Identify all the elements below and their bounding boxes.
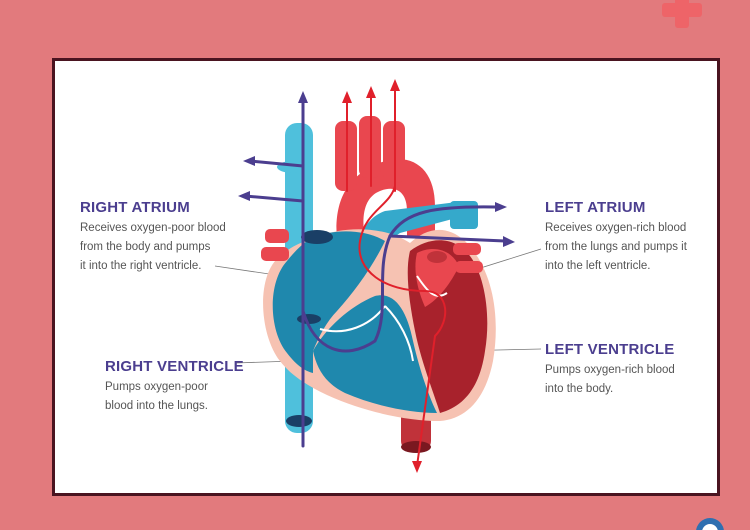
oxygen-rich-arrowheads bbox=[342, 79, 422, 473]
oxygen-poor-flow bbox=[243, 99, 507, 448]
right-atrium-label: RIGHT ATRIUM Receives oxygen-poor blood … bbox=[80, 199, 226, 276]
left-ventricle-label: LEFT VENTRICLE Pumps oxygen-rich blood i… bbox=[545, 341, 675, 399]
left-atrium-description: Receives oxygen-rich blood from the lung… bbox=[545, 222, 687, 272]
right-atrium-description: Receives oxygen-poor blood from the body… bbox=[80, 222, 226, 272]
right-ventricle-title: RIGHT VENTRICLE bbox=[105, 358, 244, 375]
diagram-card: RIGHT ATRIUM Receives oxygen-poor blood … bbox=[52, 58, 720, 496]
oxygen-poor-arrowheads bbox=[238, 91, 515, 247]
left-atrium-label: LEFT ATRIUM Receives oxygen-rich blood f… bbox=[545, 199, 687, 276]
right-ventricle-label: RIGHT VENTRICLE Pumps oxygen-poor blood … bbox=[105, 358, 244, 416]
oxygen-rich-flow bbox=[346, 88, 447, 467]
heart-diagram bbox=[214, 79, 542, 473]
left-ventricle-title: LEFT VENTRICLE bbox=[545, 341, 675, 358]
right-ventricle-description: Pumps oxygen-poor blood into the lungs. bbox=[105, 381, 208, 412]
left-atrium-title: LEFT ATRIUM bbox=[545, 199, 646, 216]
left-ventricle-description: Pumps oxygen-rich blood into the body. bbox=[545, 364, 675, 395]
medical-cross-icon bbox=[662, 0, 702, 28]
right-atrium-title: RIGHT ATRIUM bbox=[80, 199, 190, 216]
pulmonary-veins bbox=[261, 229, 483, 273]
